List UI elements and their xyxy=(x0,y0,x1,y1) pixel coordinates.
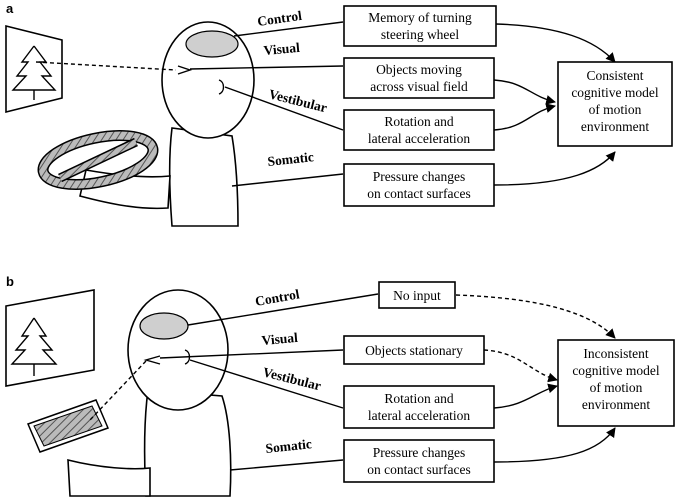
svg-text:Objects stationary: Objects stationary xyxy=(365,343,463,358)
label-control-b: Control xyxy=(254,286,301,309)
model-box-a: Consistent cognitive model of motion env… xyxy=(557,61,673,147)
box-visual-b: Objects stationary xyxy=(343,335,485,365)
svg-text:of motion: of motion xyxy=(590,380,643,395)
label-vestibular-a: Vestibular xyxy=(267,86,328,115)
svg-text:Rotation and: Rotation and xyxy=(384,114,454,129)
panel-a: a Control Visual Vestibul xyxy=(5,1,673,227)
box-somatic-b: Pressure changes on contact surfaces xyxy=(343,439,495,483)
svg-text:lateral acceleration: lateral acceleration xyxy=(368,131,471,146)
driver-figure xyxy=(79,21,255,227)
label-somatic-b: Somatic xyxy=(265,436,313,456)
svg-text:Pressure changes: Pressure changes xyxy=(373,169,466,184)
svg-text:Consistent: Consistent xyxy=(586,68,643,83)
window-tree-a xyxy=(5,24,63,114)
svg-text:on contact surfaces: on contact surfaces xyxy=(367,462,470,477)
box-control-b: No input xyxy=(378,281,456,309)
passenger-figure xyxy=(67,289,232,497)
svg-text:across visual field: across visual field xyxy=(370,79,468,94)
newspaper xyxy=(26,399,110,453)
svg-text:cognitive model: cognitive model xyxy=(571,85,659,100)
panel-a-label: a xyxy=(6,1,14,16)
model-box-b: Inconsistent cognitive model of motion e… xyxy=(557,339,675,427)
panel-b-label: b xyxy=(6,274,14,289)
panel-b: b Control Visual Vestibular Somatic xyxy=(5,274,675,497)
label-visual-a: Visual xyxy=(263,40,301,58)
svg-text:of motion: of motion xyxy=(589,102,642,117)
svg-text:Inconsistent: Inconsistent xyxy=(583,346,648,361)
svg-text:Memory of turning: Memory of turning xyxy=(368,10,472,25)
svg-text:lateral acceleration: lateral acceleration xyxy=(368,408,471,423)
label-vestibular-b: Vestibular xyxy=(261,364,322,393)
svg-text:on contact surfaces: on contact surfaces xyxy=(367,186,470,201)
box-vestibular-b: Rotation and lateral acceleration xyxy=(343,385,495,429)
box-visual-a: Objects moving across visual field xyxy=(343,57,495,99)
svg-text:Objects moving: Objects moving xyxy=(376,62,462,77)
steering-wheel xyxy=(37,130,159,190)
svg-text:No input: No input xyxy=(393,288,441,303)
label-control-a: Control xyxy=(256,8,303,29)
svg-text:cognitive model: cognitive model xyxy=(572,363,660,378)
box-control-a: Memory of turning steering wheel xyxy=(343,5,497,47)
svg-text:Pressure changes: Pressure changes xyxy=(373,445,466,460)
label-somatic-a: Somatic xyxy=(267,149,315,169)
window-tree-b xyxy=(5,289,95,387)
svg-text:environment: environment xyxy=(581,119,649,134)
gaze-line-a xyxy=(35,61,177,71)
label-visual-b: Visual xyxy=(261,330,299,348)
svg-text:steering wheel: steering wheel xyxy=(381,27,460,42)
box-vestibular-a: Rotation and lateral acceleration xyxy=(343,109,495,151)
svg-text:environment: environment xyxy=(582,397,650,412)
box-somatic-a: Pressure changes on contact surfaces xyxy=(343,163,495,207)
svg-text:Rotation and: Rotation and xyxy=(384,391,454,406)
